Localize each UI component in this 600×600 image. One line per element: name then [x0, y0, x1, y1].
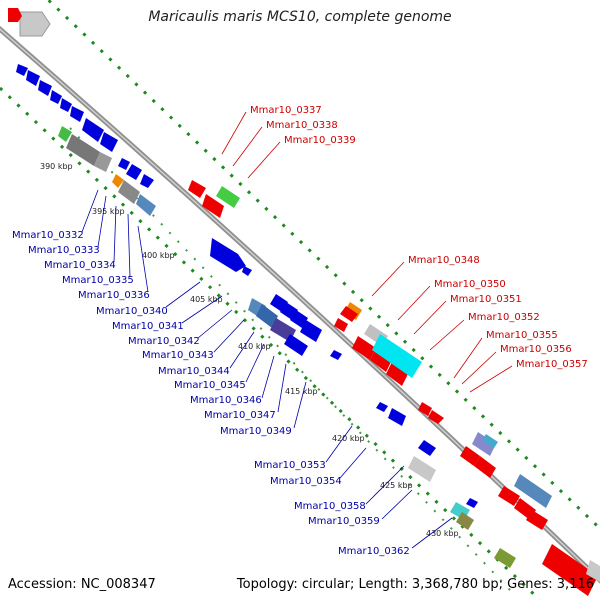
gene-label[interactable]: Mmar10_0355 — [486, 330, 558, 341]
gene-label[interactable]: Mmar10_0362 — [338, 546, 410, 557]
gene-label[interactable]: Mmar10_0336 — [78, 290, 150, 301]
gene-label[interactable]: Mmar10_0345 — [174, 380, 246, 391]
reverse-gene-labels: Mmar10_0332 Mmar10_0333 Mmar10_0334 Mmar… — [12, 189, 453, 557]
scale-label: 405 kbp — [190, 295, 223, 304]
reverse-gene-cluster-1[interactable] — [16, 64, 154, 188]
accession-label: Accession: NC_008347 — [8, 577, 156, 592]
gene-label[interactable]: Mmar10_0357 — [516, 359, 588, 370]
scale-label: 390 kbp — [40, 162, 73, 171]
reverse-gene-cluster-2[interactable] — [210, 238, 342, 360]
gene-block-green[interactable] — [58, 126, 72, 142]
gene-label[interactable]: Mmar10_0333 — [28, 245, 100, 256]
gene-block-steel[interactable] — [136, 194, 156, 216]
gene-label[interactable]: Mmar10_0358 — [294, 501, 366, 512]
gene-label[interactable]: Mmar10_0351 — [450, 294, 522, 305]
gene-label[interactable]: Mmar10_0339 — [284, 135, 356, 146]
gene-label[interactable]: Mmar10_0341 — [112, 321, 184, 332]
forward-gene-cluster-1[interactable] — [188, 180, 240, 218]
gene-label[interactable]: Mmar10_0348 — [408, 255, 480, 266]
gene-label[interactable]: Mmar10_0344 — [158, 366, 230, 377]
gene-feature[interactable] — [8, 8, 22, 22]
forward-gene-cluster-2[interactable] — [334, 302, 422, 386]
gene-feature[interactable] — [19, 11, 51, 37]
topology-label: Topology: circular; Length: 3,368,780 bp… — [236, 577, 594, 592]
gene-block-grey-2[interactable] — [118, 180, 140, 204]
gene-block-grey[interactable] — [66, 134, 112, 172]
map-title: Maricaulis maris MCS10, complete genome — [148, 9, 452, 25]
scale-label: 425 kbp — [380, 481, 413, 490]
scale-label: 400 kbp — [142, 251, 175, 260]
gene-label[interactable]: Mmar10_0347 — [204, 410, 276, 421]
gene-label[interactable]: Mmar10_0359 — [308, 516, 380, 527]
gene-label[interactable]: Mmar10_0349 — [220, 426, 292, 437]
scale-label: 410 kbp — [238, 342, 271, 351]
reverse-gene-cluster-3[interactable] — [376, 402, 478, 530]
gc-track-inner — [0, 86, 542, 600]
gene-label[interactable]: Mmar10_0354 — [270, 476, 342, 487]
gene-label[interactable]: Mmar10_0335 — [62, 275, 134, 286]
gene-label[interactable]: Mmar10_0352 — [468, 312, 540, 323]
gene-label[interactable]: Mmar10_0346 — [190, 395, 262, 406]
gene-label[interactable]: Mmar10_0350 — [434, 279, 506, 290]
gene-label[interactable]: Mmar10_0353 — [254, 460, 326, 471]
scale-label: 430 kbp — [426, 529, 459, 538]
gene-label[interactable]: Mmar10_0340 — [96, 306, 168, 317]
gene-label[interactable]: Mmar10_0332 — [12, 230, 84, 241]
scale-labels: 390 kbp 395 kbp 400 kbp 405 kbp 410 kbp … — [40, 162, 459, 538]
gene-label[interactable]: Mmar10_0334 — [44, 260, 116, 271]
gene-label[interactable]: Mmar10_0338 — [266, 120, 338, 131]
forward-gene-labels: Mmar10_0337 Mmar10_0338 Mmar10_0339 Mmar… — [221, 105, 588, 393]
gene-label[interactable]: Mmar10_0342 — [128, 336, 200, 347]
gene-block-orange[interactable] — [112, 174, 124, 188]
scale-label: 395 kbp — [92, 207, 125, 216]
gc-track-outer — [46, 0, 600, 531]
forward-gene-cluster-3[interactable] — [418, 402, 600, 596]
gene-label[interactable]: Mmar10_0356 — [500, 344, 572, 355]
scale-label: 420 kbp — [332, 434, 365, 443]
gene-label[interactable]: Mmar10_0337 — [250, 105, 322, 116]
scale-label: 415 kbp — [285, 387, 318, 396]
gene-label[interactable]: Mmar10_0343 — [142, 350, 214, 361]
